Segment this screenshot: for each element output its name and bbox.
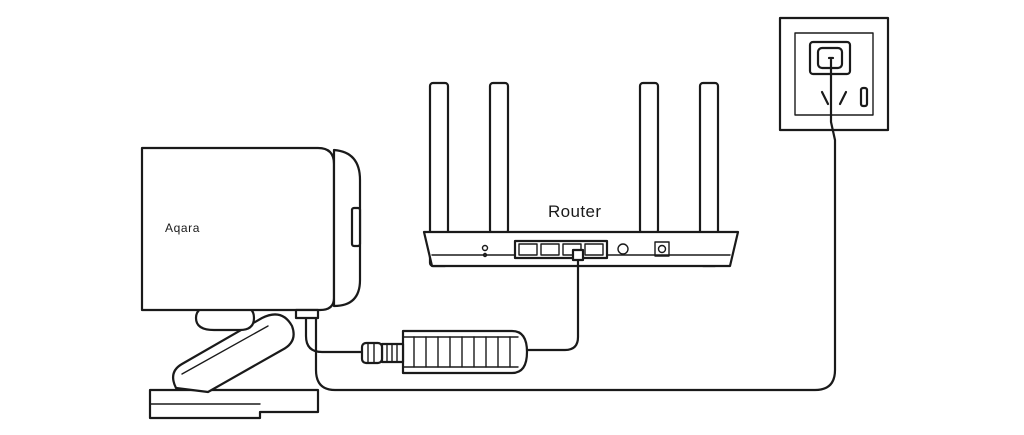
power-cable	[314, 58, 837, 392]
poe-adapter-icon	[360, 329, 529, 375]
wall-socket-icon	[778, 16, 890, 132]
router-label: Router	[548, 202, 601, 221]
ethernet-cable	[523, 254, 580, 352]
router-icon	[422, 81, 740, 268]
camera-hub-icon	[140, 146, 362, 420]
camera-cable	[304, 310, 364, 354]
brand-label: Aqara	[165, 221, 200, 235]
